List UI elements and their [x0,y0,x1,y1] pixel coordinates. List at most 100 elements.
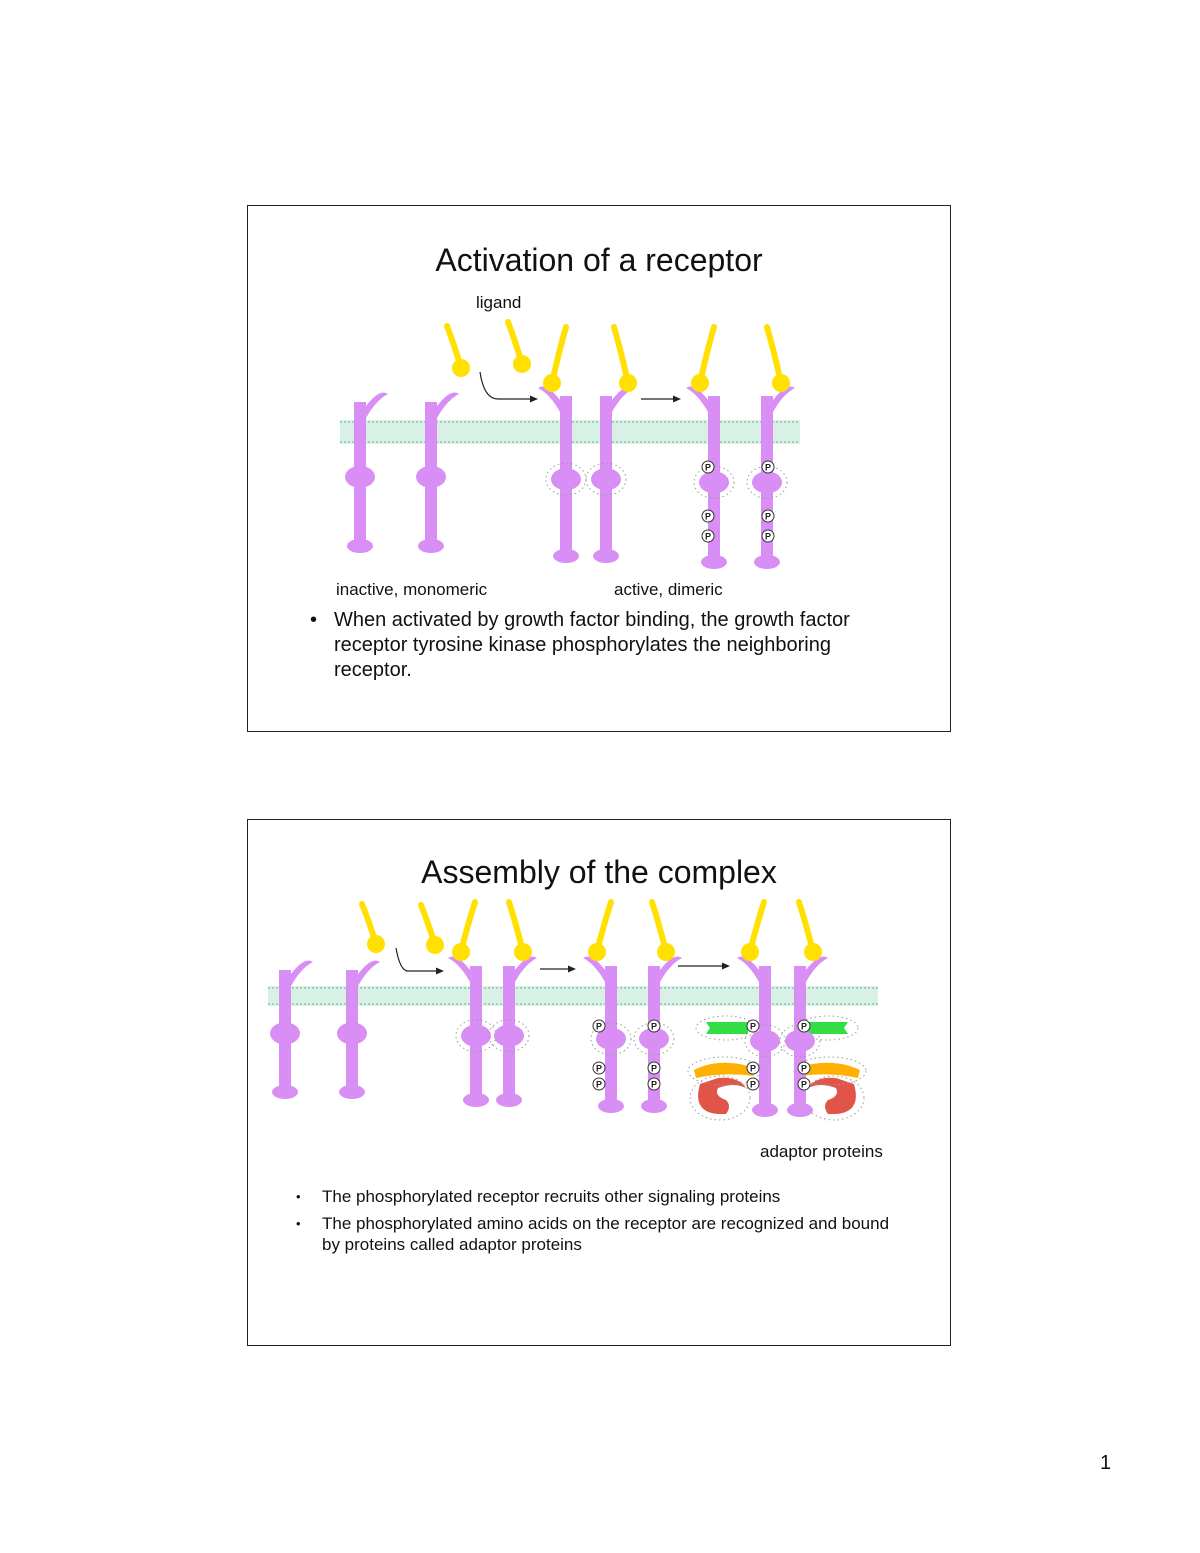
adaptor-red-left [698,1077,746,1114]
receptor-protein [538,386,587,563]
ligand-molecule [764,324,790,392]
kinase-domain [785,1029,815,1052]
ligand-molecule [505,319,531,373]
receptor-binding-cup [737,956,759,982]
kinase-domain [461,1024,491,1047]
phosphate-circle [761,529,775,543]
phosphate-label: P [596,1080,602,1090]
ligand-molecule [418,902,444,954]
kinase-domain [345,465,375,488]
kinase-domain [639,1027,669,1050]
ligand-binding-arrow [479,371,538,403]
receptor-base [418,539,444,553]
phosphate-label: P [750,1022,756,1032]
ligand-molecule [741,899,767,961]
receptor-base [593,549,619,563]
activation-glow [746,465,788,499]
reaction-arrow [540,965,576,973]
ligand-molecule [649,899,675,961]
ligand-molecule [506,899,532,961]
kinase-domain [750,1029,780,1052]
ligand-molecule [444,323,470,377]
receptor-binding-cup [583,956,605,982]
kinase-domain [494,1024,524,1047]
ligand-molecule [588,899,614,961]
adaptor-proteins-label: adaptor proteins [760,1142,883,1161]
adaptor-orange-left [694,1062,754,1078]
receptor-base [641,1099,667,1113]
adaptor-protein-green [706,1022,848,1034]
activation-glow [590,1022,632,1056]
phosphate-group: P [701,509,715,523]
activation-glow [633,1022,675,1056]
phosphate-group: P [701,460,715,474]
slide-title: Activation of a receptor [435,242,763,278]
kinase-domain [337,1022,367,1045]
phosphate-label: P [750,1064,756,1074]
kinase-domain [591,468,621,491]
receptor-base [553,549,579,563]
phosphate-group: P [797,1077,811,1091]
receptor-binding-cup [538,386,560,412]
phosphate-group: P [701,529,715,543]
receptor-binding-cup [660,956,682,982]
phosphate-group: P [761,460,775,474]
ligand-molecule [543,324,569,392]
receptor-base [272,1085,298,1099]
receptor-binding-cup [437,392,459,418]
receptor-protein [633,956,682,1113]
phosphate-label: P [765,463,771,473]
phosphate-group: P [746,1019,760,1033]
arrow-head [436,967,444,975]
phosphate-group: P [592,1061,606,1075]
phosphate-group: P [761,529,775,543]
ligand-head [804,943,822,961]
ligand-head [588,943,606,961]
adaptor-red-right [808,1077,856,1114]
bullet-list: When activated by growth factor binding,… [310,608,900,683]
receptor-protein [337,960,380,1099]
ligand-head [772,374,790,392]
arrow-shaft [395,947,438,972]
activation-glow [693,465,735,499]
bullet-list: The phosphorylated receptor recruits oth… [294,1186,894,1261]
phosphate-circle [746,1019,760,1033]
ligand-head [619,374,637,392]
phosphate-circle [647,1019,661,1033]
arrow-head [673,395,681,403]
phosphate-circle [746,1061,760,1075]
phosphate-circle [797,1061,811,1075]
phosphate-circle [746,1077,760,1091]
adaptor-green-right [806,1022,848,1034]
kinase-domain [270,1022,300,1045]
activation-glow [545,462,587,496]
bullet-item: The phosphorylated receptor recruits oth… [294,1186,894,1207]
receptor-protein [585,386,634,563]
kinase-domain [752,471,782,494]
receptor-protein [416,392,459,553]
receptor-protein [779,956,828,1117]
phosphate-circle [701,460,715,474]
bullet-item: When activated by growth factor binding,… [310,608,900,683]
ligand-head [452,943,470,961]
phosphate-label: P [596,1064,602,1074]
arrow-head [568,965,576,973]
receptor-protein [583,956,632,1113]
receptor-protein [345,392,388,553]
phosphate-label: P [765,512,771,522]
phosphate-label: P [651,1080,657,1090]
adaptor-green-left [706,1022,748,1034]
phosphate-label: P [705,512,711,522]
phosphate-label: P [765,532,771,542]
kinase-domain [596,1027,626,1050]
receptor-base [754,555,780,569]
phosphate-group: P [647,1019,661,1033]
receptor-binding-cup [448,956,470,982]
ligand-label: ligand [476,293,522,312]
receptor-base [701,555,727,569]
phosphate-circle [592,1061,606,1075]
